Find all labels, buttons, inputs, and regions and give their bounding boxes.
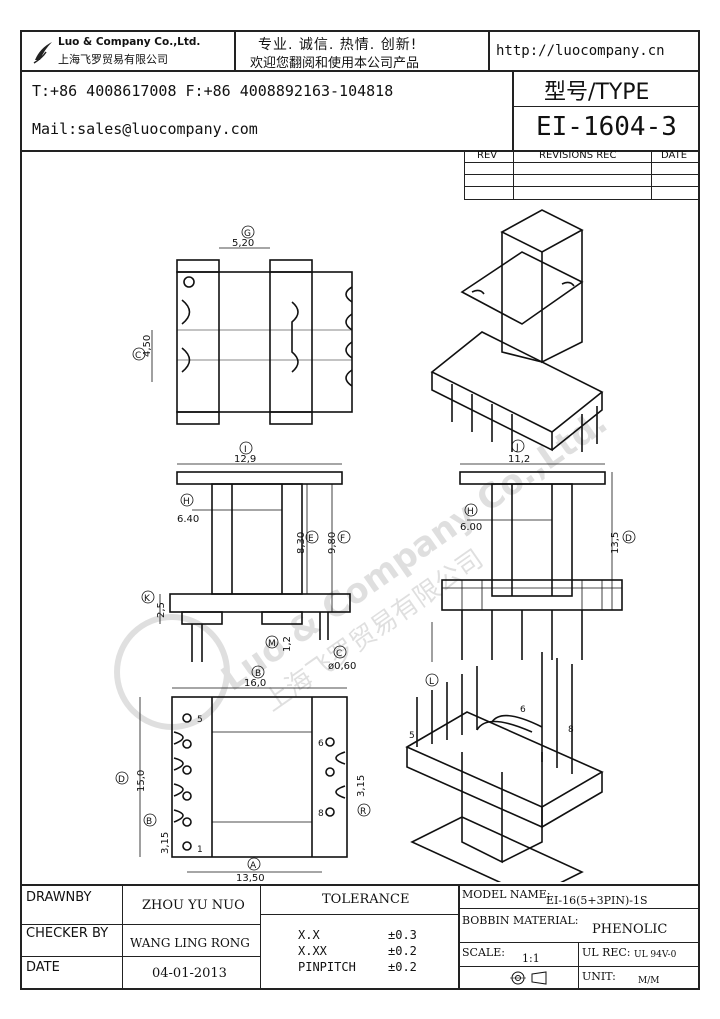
dim-i: 12,9 [234,454,256,465]
mail-address[interactable]: Mail:sales@luocompany.com [32,120,258,138]
dim-label-top: B [255,669,261,679]
iso-pin-number-5: 5 [409,731,415,741]
dim-h-left: 6.40 [177,514,199,525]
tol-xx-value: ±0.3 [388,928,417,942]
pin-number-5: 5 [197,715,203,725]
unit-value: M/M [638,976,660,986]
drawnby-label: DRAWNBY [26,890,92,905]
dim-label-h1: H [183,497,190,507]
logo-swoosh-icon [33,42,52,64]
iso-pin-number-6: 6 [520,705,526,715]
scale-value: 1:1 [522,952,540,965]
tolerance-label: TOLERANCE [322,892,410,907]
dim-bottom-width: 13,50 [236,873,265,882]
dim-label-m: M [268,639,276,649]
company-name-en: Luo & Company Co.,Ltd. [58,36,201,48]
dim-label-k: K [144,594,151,604]
pin-number-8: 8 [318,809,324,819]
iso-pin-number-8: 8 [568,725,574,735]
watermark-en: Luo & Company Co.,Ltd. [214,402,615,699]
scale-label: SCALE: [462,946,505,959]
phone-fax: T:+86 4008617008 F:+86 4008892163-104818 [32,82,394,100]
dim-e: 8,30 [296,532,307,554]
revisions-table: REV REVISIONS REC DATE [464,150,699,200]
tol-pin-label: PINPITCH [298,960,356,974]
bobbin-value: PHENOLIC [592,922,668,937]
drawing-sheet: Luo & Company Co.,Ltd. 上海飞罗贸易有限公司 专业. 诚信… [20,30,700,990]
unit-label: UNIT: [582,970,616,983]
company-name-cn: 上海飞罗贸易有限公司 [58,53,168,66]
type-label: 型号/TYPE [544,80,650,105]
tol-xxx-value: ±0.2 [388,944,417,958]
dim-label-d: D [625,534,632,544]
pin-number-1: 1 [197,845,203,855]
front-view: I 12,9 H 6.40 E 8,30 F 9,80 K 2,5 M 1,2 … [141,441,356,672]
tol-pin-value: ±0.2 [388,960,417,974]
date-col-header: DATE [661,150,688,161]
slogan-line1: 专业. 诚信. 热情. 创新! [258,37,418,53]
model-value: EI-16(5+3PIN)-1S [546,894,648,907]
dim-g: 5,20 [232,238,254,249]
dim-label-l: L [429,677,434,687]
checker-value: WANG LING RONG [130,936,250,950]
dim-m: 1,2 [282,636,293,652]
pin-number-6: 6 [318,739,324,749]
top-view: G 5,20 C 4,50 [132,225,353,425]
type-value: EI-1604-3 [536,112,677,142]
technical-drawing: Luo & Company Co.,Ltd. 上海飞罗贸易有限公司 G 5,20 [114,209,636,882]
date-value: 04-01-2013 [152,966,227,981]
third-angle-projection-icon [510,971,547,985]
ulrec-value: UL 94V-0 [634,950,677,960]
tol-xx-label: X.X [298,928,320,942]
checker-label: CHECKER BY [26,926,109,941]
revisions-rec-col-header: REVISIONS REC [539,150,617,161]
date-label: DATE [26,960,60,975]
projection-symbol [510,970,550,990]
bobbin-label: BOBBIN MATERIAL: [462,914,579,927]
dim-f: 9,80 [327,532,338,554]
dim-d: 13,5 [610,532,621,554]
dim-j: 11,2 [508,454,530,465]
dim-label-e: E [308,534,314,544]
rev-col-header: REV [477,150,498,161]
dim-label-i: I [244,445,247,455]
dim-label-j: J [515,443,519,453]
dim-top-width: 16,0 [244,678,266,689]
dim-label-h2: H [467,507,474,517]
dim-label-f: F [340,534,345,544]
iso-view-top [430,209,604,452]
watermark: Luo & Company Co.,Ltd. 上海飞罗贸易有限公司 [114,402,615,730]
bottom-view: 5 1 6 8 B 16,0 D 15,0 B 3,15 R 3,15 A 13… [115,665,371,882]
pin-row-right [325,737,346,817]
dim-label-left: D [118,775,125,785]
website-link[interactable]: http://luocompany.cn [496,43,665,59]
dim-label-r: R [360,807,366,817]
dim-pitch-right: 3,15 [356,775,367,797]
dim-h-right: 6.00 [460,522,482,533]
dim-label-g: G [244,229,251,239]
pin-row-left [173,713,192,851]
dim-label-c: C [135,351,141,361]
dim-c: 4,50 [142,335,153,357]
model-label: MODEL NAME: [462,888,551,901]
slogan-line2: 欢迎您翻阅和使用本公司产品 [250,56,420,71]
dim-label-bottom: A [250,861,257,871]
dim-height-left: 15,0 [136,770,147,792]
dim-pitch-left: 3,15 [160,832,171,854]
dim-label-cp: C [336,649,342,659]
dim-k: 2,5 [156,602,167,618]
company-logo [32,38,54,64]
drawnby-value: ZHOU YU NUO [142,898,245,913]
tol-xxx-label: X.XX [298,944,327,958]
dim-pin-dia: ø0,60 [328,661,356,672]
side-view: J 11,2 H 6.00 D 13,5 L [425,439,636,687]
ulrec-label: UL REC: [582,946,631,959]
dim-label-pitch: B [146,817,152,827]
iso-view-pins: 5 6 8 [405,652,604,882]
